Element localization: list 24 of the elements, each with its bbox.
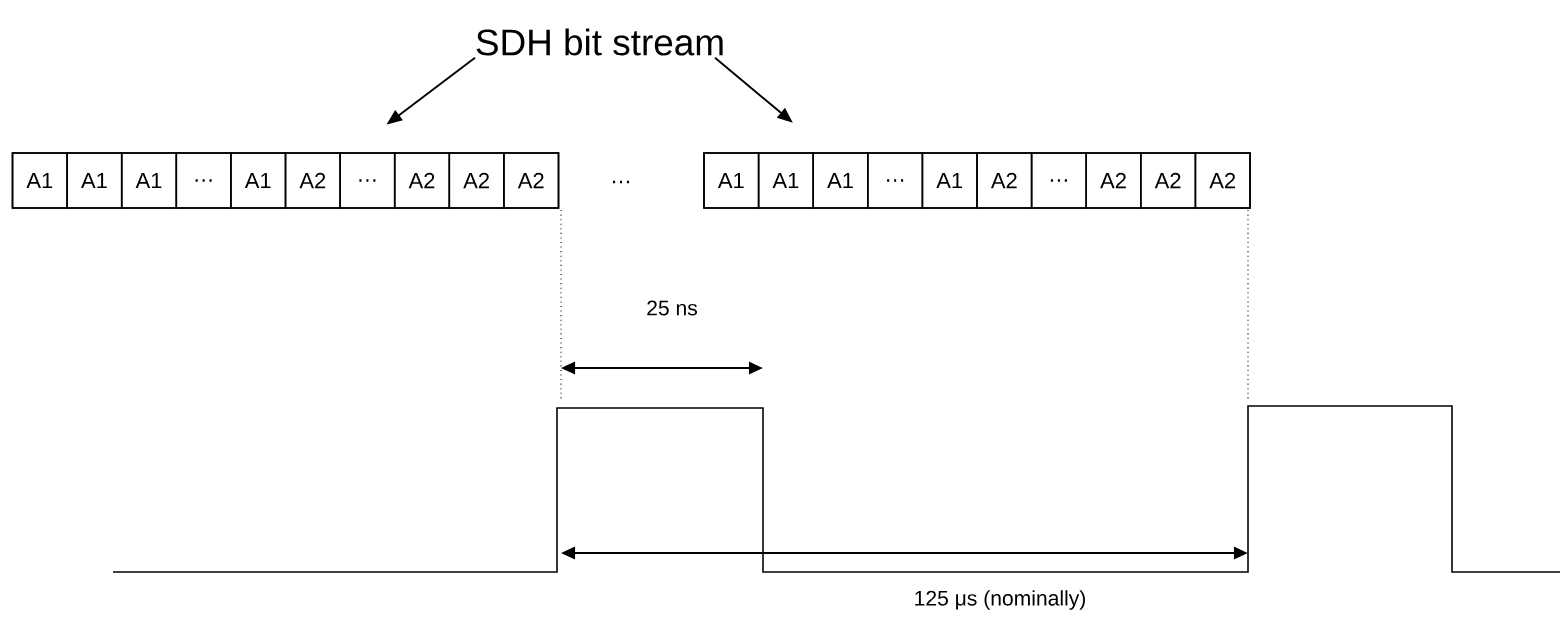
frame-cell: A1 xyxy=(11,152,68,209)
frame-cell: A2 xyxy=(448,152,505,209)
frame-cell: … xyxy=(867,152,924,209)
frame-cell: A1 xyxy=(120,152,178,209)
frame-cell: A1 xyxy=(757,152,814,209)
frame-cell: A1 xyxy=(230,152,287,209)
frame-cell: A2 xyxy=(1085,152,1142,209)
dimension-label: 125 μs (nominally) xyxy=(915,590,1085,610)
heading: SDH bit stream xyxy=(476,28,723,56)
frame-cell: A2 xyxy=(503,152,560,209)
frame-cell: A1 xyxy=(921,152,978,209)
frame-cell: … xyxy=(1030,152,1087,209)
frame-cell: A2 xyxy=(1140,152,1197,209)
dimension-label: 25 ns xyxy=(647,300,697,316)
frame-cell: … xyxy=(339,152,396,209)
frame-cell: A1 xyxy=(812,152,869,209)
ellipsis-label: … xyxy=(613,180,629,184)
frame-cell: A1 xyxy=(703,152,760,209)
frame-cell: A2 xyxy=(393,152,451,209)
frame-cell: A2 xyxy=(976,152,1033,209)
frame-cell: … xyxy=(175,152,232,209)
frame-cell: A1 xyxy=(66,152,123,209)
frame-cell: A2 xyxy=(1194,152,1251,209)
frame-cell: A2 xyxy=(284,152,341,209)
